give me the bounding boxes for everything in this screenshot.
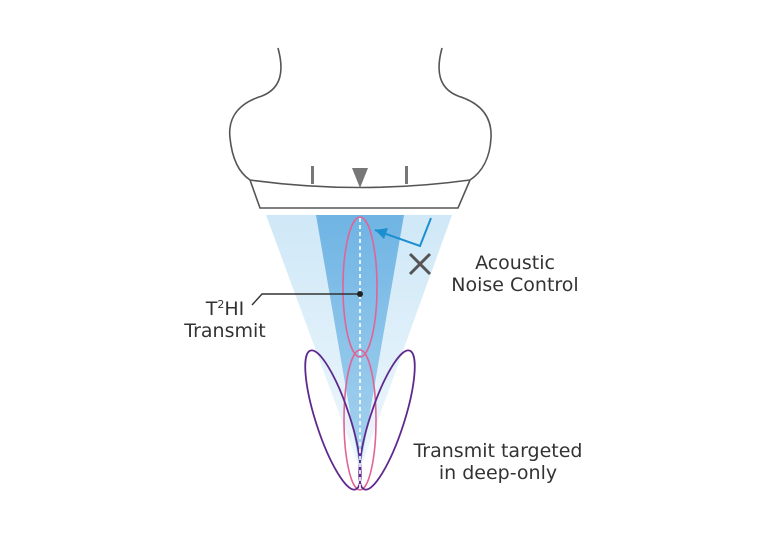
triangle-down-icon — [352, 168, 368, 188]
probe-tick-right — [405, 166, 408, 184]
deep-only-transmit-label: Transmit targeted in deep-only — [398, 440, 598, 484]
t2hi-pointer-line — [251, 293, 360, 306]
reflect-arrow-icon — [374, 217, 432, 248]
purple-lobe-right — [358, 349, 416, 491]
pink-lobe-lower — [343, 349, 377, 491]
t2hi-transmit-label: T2HI Transmit — [170, 294, 280, 342]
acoustic-noise-control-label: Acoustic Noise Control — [430, 252, 600, 296]
t2hi-line2: Transmit — [184, 320, 266, 342]
inner-beam — [316, 215, 404, 470]
acoustic-noise-line1: Acoustic — [475, 252, 555, 274]
t2hi-suffix: HI — [224, 298, 245, 320]
t2hi-pointer-dot — [357, 291, 363, 297]
target-line2: in deep-only — [438, 462, 558, 484]
target-line1: Transmit targeted — [413, 440, 583, 462]
probe-outline — [228, 47, 492, 209]
probe-tick-left — [311, 166, 314, 184]
purple-lobe-left — [304, 349, 362, 491]
t2hi-line1: T2HI — [170, 294, 280, 320]
t2hi-superscript: 2 — [217, 298, 225, 311]
reflect-arrow-head — [375, 228, 388, 239]
t2hi-prefix: T — [205, 298, 218, 320]
x-mark-icon-stroke2 — [408, 252, 432, 276]
acoustic-noise-line2: Noise Control — [451, 274, 579, 296]
pink-lobe-upper — [342, 216, 378, 358]
